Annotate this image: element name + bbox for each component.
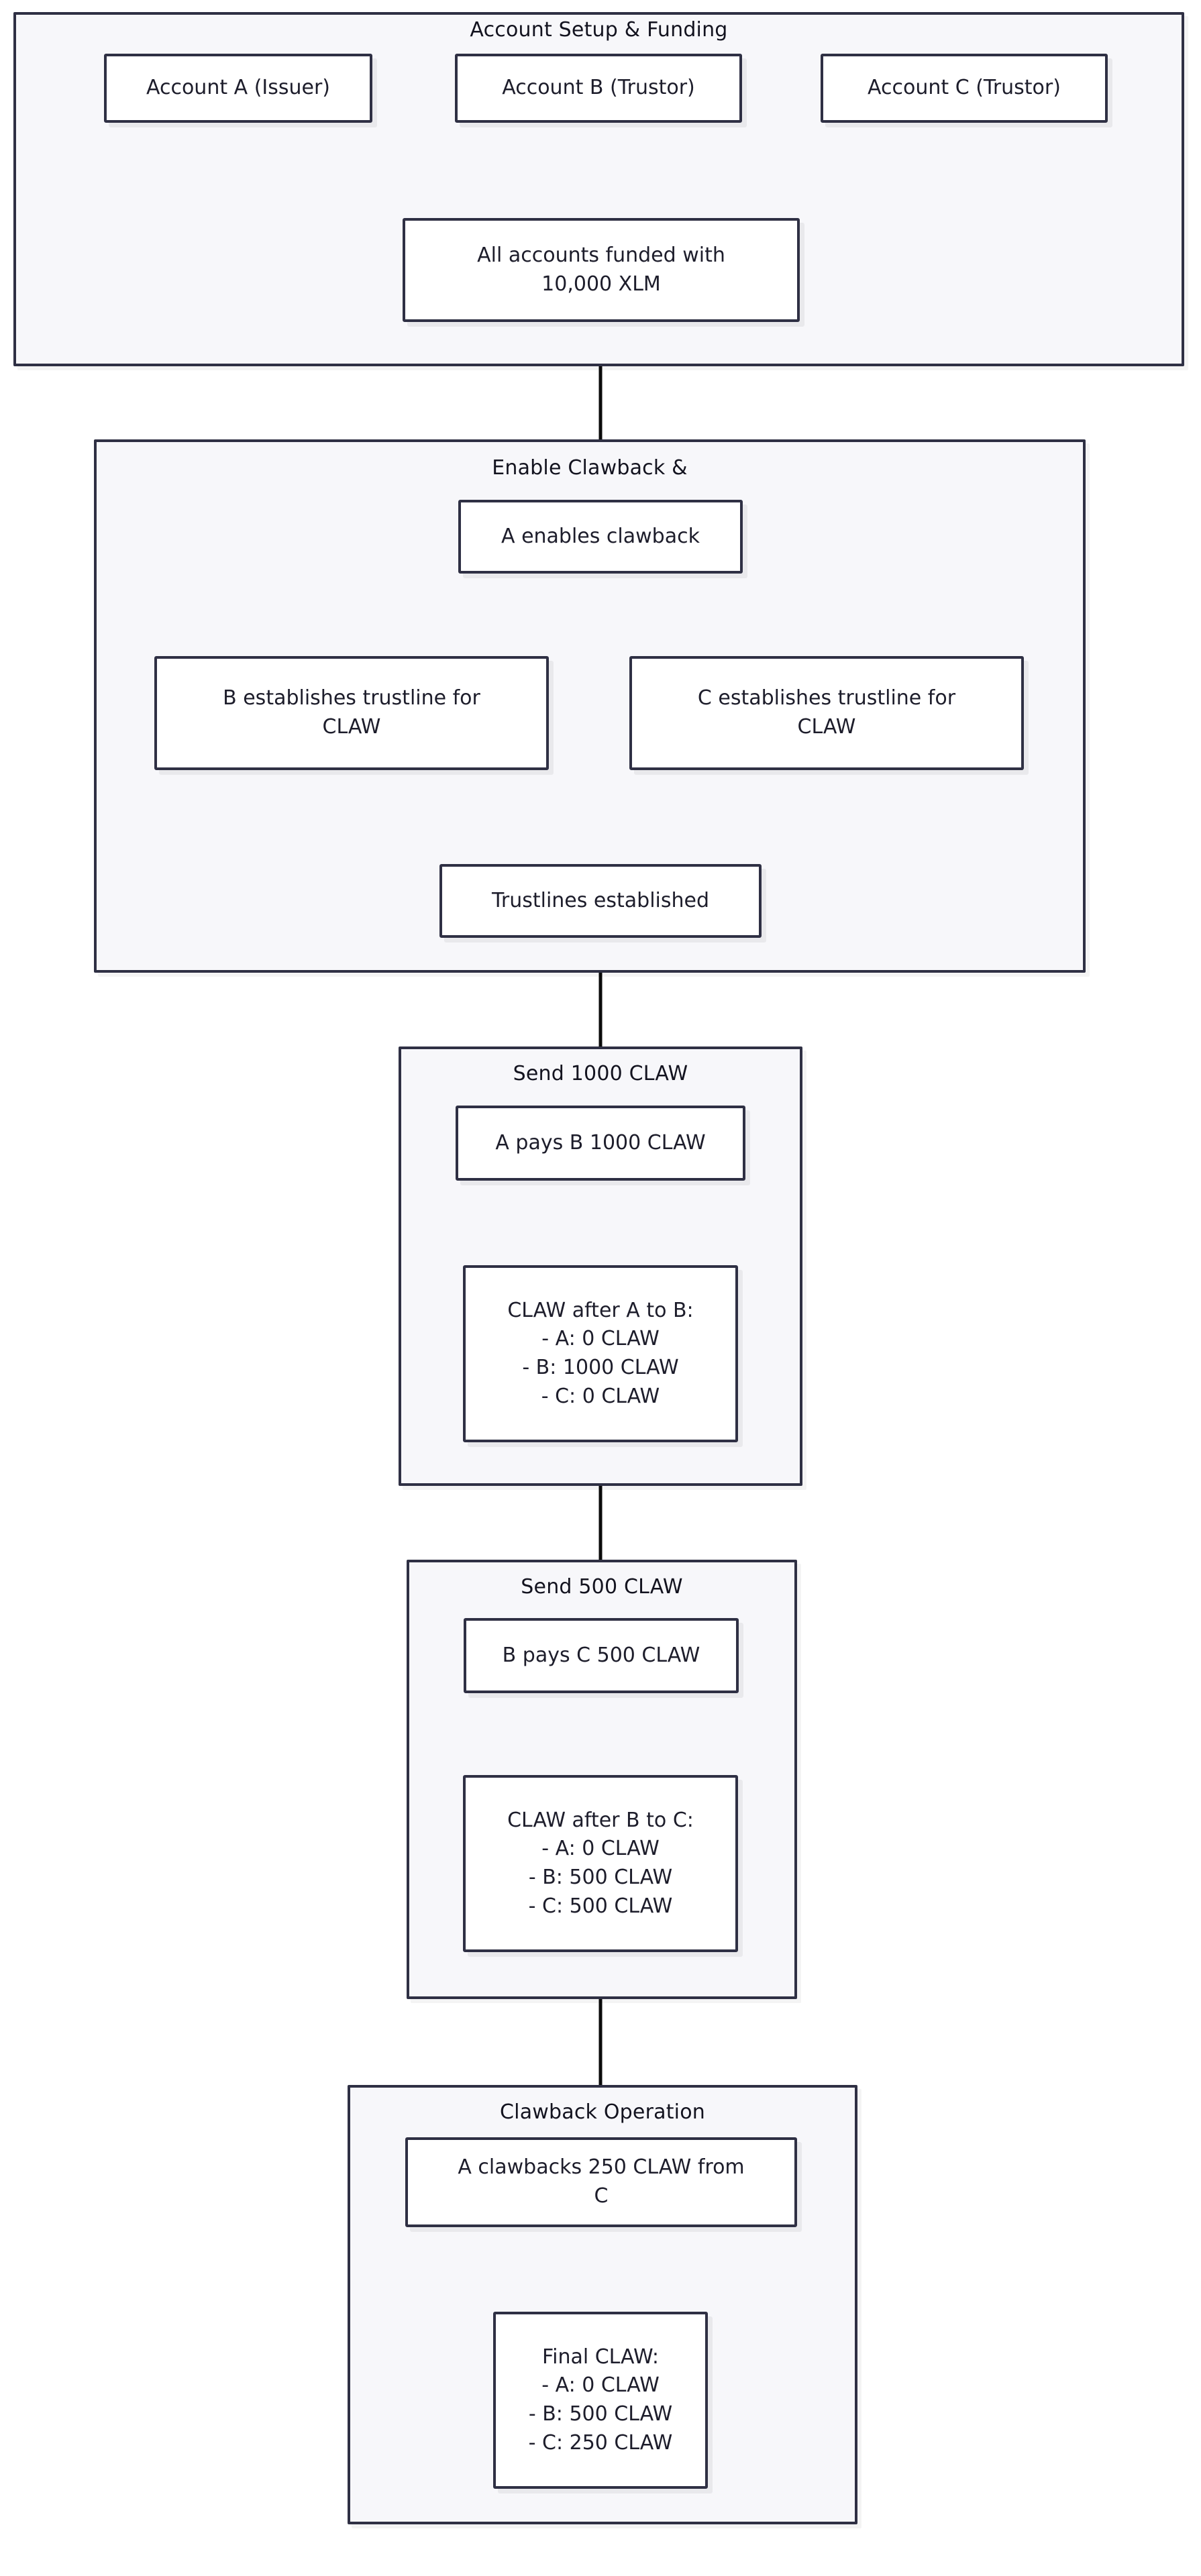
node-account-b[interactable]: Account B (Trustor) — [455, 54, 742, 123]
node-a-pays-b[interactable]: A pays B 1000 CLAW — [456, 1106, 745, 1181]
node-account-c-label: Account C (Trustor) — [868, 76, 1061, 100]
node-a-enables-clawback-label: A enables clawback — [501, 524, 700, 548]
node-balance-after-b-to-c-label: CLAW after B to C: - A: 0 CLAW - B: 500 … — [507, 1808, 694, 1918]
node-b-pays-c-label: B pays C 500 CLAW — [502, 1643, 700, 1667]
node-a-pays-b-label: A pays B 1000 CLAW — [495, 1130, 706, 1155]
node-a-clawbacks-250-label: A clawbacks 250 CLAW from C — [458, 2155, 745, 2208]
node-all-accounts-funded-label: All accounts funded with 10,000 XLM — [477, 243, 725, 296]
node-b-trustline[interactable]: B establishes trustline for CLAW — [154, 656, 549, 770]
node-balance-after-a-to-b[interactable]: CLAW after A to B: - A: 0 CLAW - B: 1000… — [463, 1265, 738, 1442]
cluster-title-enable-clawback: Enable Clawback & — [492, 456, 688, 480]
node-account-c[interactable]: Account C (Trustor) — [821, 54, 1108, 123]
node-account-a-label: Account A (Issuer) — [146, 76, 331, 100]
node-c-trustline-label: C establishes trustline for CLAW — [697, 686, 956, 739]
node-account-b-label: Account B (Trustor) — [502, 76, 695, 100]
node-all-accounts-funded[interactable]: All accounts funded with 10,000 XLM — [403, 218, 800, 322]
node-trustlines-established[interactable]: Trustlines established — [439, 864, 762, 938]
node-b-pays-c[interactable]: B pays C 500 CLAW — [464, 1618, 739, 1693]
node-trustlines-established-label: Trustlines established — [491, 888, 710, 912]
node-balance-after-a-to-b-label: CLAW after A to B: - A: 0 CLAW - B: 1000… — [507, 1298, 694, 1408]
cluster-title-send-500-claw: Send 500 CLAW — [521, 1575, 683, 1599]
cluster-title-clawback-operation: Clawback Operation — [500, 2100, 705, 2124]
node-b-trustline-label: B establishes trustline for CLAW — [223, 686, 480, 739]
cluster-title-account-setup: Account Setup & Funding — [470, 18, 728, 42]
node-a-clawbacks-250[interactable]: A clawbacks 250 CLAW from C — [405, 2137, 797, 2227]
node-final-balance-label: Final CLAW: - A: 0 CLAW - B: 500 CLAW - … — [528, 2345, 673, 2455]
cluster-title-send-1000-claw: Send 1000 CLAW — [513, 1062, 688, 1085]
node-c-trustline[interactable]: C establishes trustline for CLAW — [629, 656, 1024, 770]
node-account-a[interactable]: Account A (Issuer) — [104, 54, 372, 123]
node-a-enables-clawback[interactable]: A enables clawback — [458, 500, 743, 574]
node-balance-after-b-to-c[interactable]: CLAW after B to C: - A: 0 CLAW - B: 500 … — [463, 1775, 738, 1952]
node-final-balance[interactable]: Final CLAW: - A: 0 CLAW - B: 500 CLAW - … — [493, 2312, 708, 2489]
